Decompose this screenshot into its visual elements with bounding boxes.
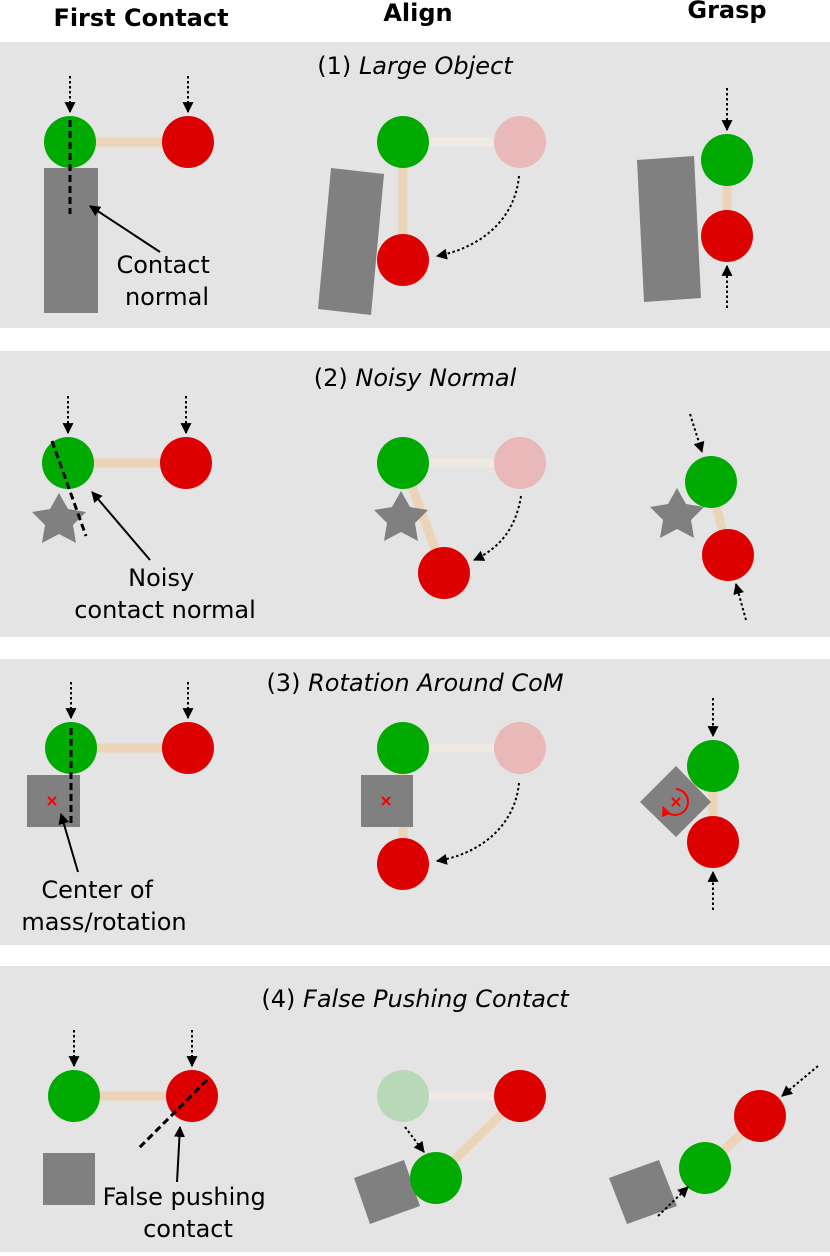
approach-arrow — [689, 413, 705, 454]
align-motion-arrow — [435, 782, 520, 865]
finger-green — [42, 437, 94, 489]
panel-2-number: (2) — [314, 364, 348, 392]
annotation-pointer-arrow — [173, 1125, 185, 1183]
panel-1-align — [318, 116, 546, 315]
finger-green — [48, 1070, 100, 1122]
panel-3-align — [361, 722, 546, 890]
finger-red-previous-position — [494, 722, 546, 774]
panel-1-name: Large Object — [359, 52, 514, 80]
finger-red — [702, 529, 754, 581]
annotation-line-1: Contact — [116, 251, 209, 279]
finger-red — [734, 1090, 786, 1142]
panel-4-align — [354, 1070, 546, 1224]
false-contact-line — [135, 1078, 209, 1152]
annotation-text: False pushing contact — [103, 1183, 274, 1243]
align-motion-arrow — [404, 1126, 425, 1153]
annotation-line-2: contact normal — [74, 596, 256, 624]
panel-2-first-contact: Noisy contact normal — [32, 396, 256, 624]
finger-red — [160, 437, 212, 489]
annotation-line-2: contact — [143, 1215, 233, 1243]
finger-red-previous-position — [494, 437, 546, 489]
finger-red — [494, 1070, 546, 1122]
panel-4-title: (4) False Pushing Contact — [261, 985, 570, 1013]
panel-1-grasp — [637, 88, 753, 308]
rotated-square-object — [609, 1160, 677, 1224]
finger-green — [377, 722, 429, 774]
center-of-mass-marker — [47, 796, 57, 806]
annotation-line-2: normal — [125, 283, 209, 311]
annotation-line-1: Noisy — [128, 564, 194, 592]
panel-4-number: (4) — [261, 985, 295, 1013]
rotated-square-object — [354, 1160, 420, 1224]
approach-arrow — [733, 582, 747, 621]
finger-red-previous-position — [494, 116, 546, 168]
rotation-arrow — [661, 788, 689, 818]
panel-2-grasp — [650, 413, 754, 621]
panel-3-number: (3) — [266, 669, 300, 697]
panel-2-title: (2) Noisy Normal — [314, 364, 517, 392]
annotation-text: Noisy contact normal — [74, 564, 256, 624]
large-object — [637, 156, 701, 302]
panel-4-grasp — [609, 1065, 819, 1224]
noisy-contact-normal-line — [50, 440, 88, 537]
finger-red — [418, 547, 470, 599]
approach-arrow — [657, 1186, 689, 1217]
panel-3: Center of mass/rotation — [21, 682, 739, 936]
finger-green — [410, 1152, 462, 1204]
panel-3-first-contact: Center of mass/rotation — [21, 682, 214, 936]
align-motion-arrow — [435, 175, 520, 260]
panel-4: False pushing contact — [43, 1030, 819, 1243]
finger-red — [162, 722, 214, 774]
panel-2-name: Noisy Normal — [355, 364, 516, 392]
finger-red — [701, 210, 753, 262]
annotation-text: Contact normal — [116, 251, 217, 311]
square-object — [43, 1153, 95, 1205]
large-object — [318, 168, 384, 315]
finger-green — [685, 456, 737, 508]
panel-3-grasp — [640, 698, 739, 910]
annotation-line-2: mass/rotation — [21, 908, 186, 936]
star-object — [374, 491, 428, 541]
annotation-pointer-arrow — [91, 491, 151, 561]
panel-1: Contact normal — [44, 76, 753, 315]
annotation-line-1: False pushing — [103, 1183, 266, 1211]
finger-green — [701, 134, 753, 186]
column-header-first-contact: First Contact — [53, 4, 228, 32]
center-of-mass-marker — [671, 797, 681, 807]
finger-green-previous-position — [377, 1070, 429, 1122]
star-object — [32, 493, 86, 543]
panel-1-number: (1) — [317, 52, 351, 80]
annotation-pointer-arrow — [89, 205, 161, 253]
panel-3-title: (3) Rotation Around CoM — [266, 669, 563, 697]
finger-red — [377, 838, 429, 890]
panel-3-name: Rotation Around CoM — [308, 669, 564, 697]
panel-1-title: (1) Large Object — [317, 52, 514, 80]
center-of-mass-marker — [381, 796, 391, 806]
finger-green — [679, 1142, 731, 1194]
star-object — [650, 488, 704, 538]
finger-green — [377, 116, 429, 168]
panel-4-first-contact: False pushing contact — [43, 1030, 274, 1243]
panel-2-align — [374, 437, 546, 599]
annotation-pointer-arrow — [58, 812, 79, 873]
column-header-align: Align — [383, 0, 452, 27]
column-header-grasp: Grasp — [687, 0, 766, 24]
finger-red — [687, 816, 739, 868]
panel-1-first-contact: Contact normal — [44, 76, 217, 313]
finger-green — [45, 722, 97, 774]
annotation-text: Center of mass/rotation — [21, 876, 186, 936]
finger-red — [377, 234, 429, 286]
panel-2: Noisy contact normal — [32, 396, 754, 624]
finger-red — [162, 116, 214, 168]
finger-green — [377, 437, 429, 489]
finger-green — [687, 740, 739, 792]
panel-4-name: False Pushing Contact — [303, 985, 570, 1013]
annotation-line-1: Center of — [41, 876, 153, 904]
